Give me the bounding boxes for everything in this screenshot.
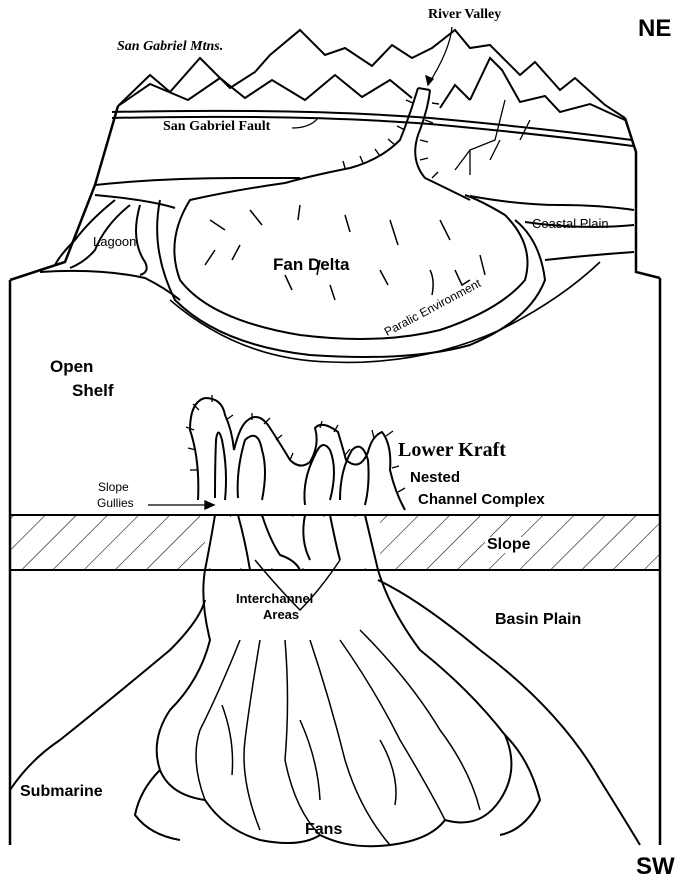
basin-plain-label: Basin Plain bbox=[495, 612, 581, 628]
lower-kraft-label: Lower Kraft bbox=[398, 440, 506, 460]
river-valley-label: River Valley bbox=[428, 8, 501, 22]
paralic-environment-band bbox=[170, 262, 600, 362]
open-shelf-label-line2: Shelf bbox=[72, 382, 114, 399]
slope-gullies-label-line2: Gullies bbox=[97, 497, 134, 509]
nested-channel-label-line1: Nested bbox=[410, 470, 460, 485]
slope-label: Slope bbox=[485, 537, 533, 553]
fan-delta-label: Fan Delta bbox=[273, 256, 350, 273]
compass-sw-label: SW bbox=[636, 855, 675, 879]
fans-label: Fans bbox=[305, 822, 342, 838]
coastal-plain-label: Coastal Plain bbox=[532, 217, 609, 230]
upland-streams bbox=[455, 100, 530, 175]
compass-ne-label: NE bbox=[638, 17, 671, 41]
san-gabriel-fault-label: San Gabriel Fault bbox=[163, 120, 270, 134]
mountain-front bbox=[95, 178, 300, 185]
fan-delta-channels bbox=[205, 205, 485, 300]
interchannel-areas-label-line2: Areas bbox=[263, 608, 299, 621]
lagoon-label: Lagoon bbox=[93, 235, 136, 248]
submarine-label: Submarine bbox=[20, 784, 103, 800]
open-shelf-label-line1: Open bbox=[50, 358, 93, 375]
shelf-break-ticks bbox=[186, 395, 405, 492]
san-gabriel-mtns-label: San Gabriel Mtns. bbox=[117, 40, 223, 54]
nested-channel-label-line2: Channel Complex bbox=[418, 492, 545, 507]
interchannel-areas-label-line1: Interchannel bbox=[236, 592, 313, 605]
shelf-break bbox=[190, 398, 405, 510]
slope-gullies-label-line1: Slope bbox=[98, 481, 129, 493]
